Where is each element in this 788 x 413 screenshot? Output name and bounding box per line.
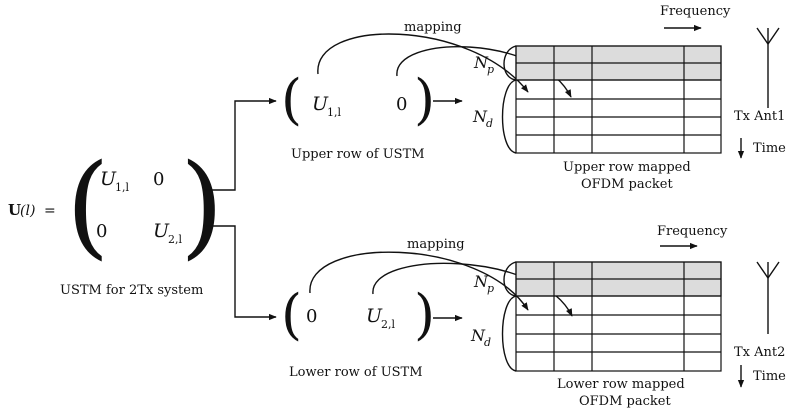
lower-row-left-paren: ( — [281, 283, 302, 346]
upper-np-label: N — [473, 53, 489, 72]
lower-np-label: N — [473, 272, 489, 291]
lower-section: ( ) 0 U 2,l Lower row of USTM mapping N … — [281, 224, 786, 409]
upper-antenna-label: Tx Ant1 — [734, 109, 785, 124]
lower-row-u-sub: 2,l — [381, 318, 395, 331]
matrix-u2-sub: 2,l — [168, 233, 182, 246]
upper-nd-sub: d — [486, 117, 493, 130]
matrix-u1-sub: 1,l — [115, 181, 129, 194]
lower-packet-caption-2: OFDM packet — [579, 394, 671, 409]
upper-packet-caption-1: Upper row mapped — [563, 160, 691, 175]
lower-antenna-icon — [756, 261, 780, 334]
upper-nd-label: N — [472, 107, 488, 126]
lower-nd-brace — [501, 295, 517, 372]
upper-ofdm-packet-grid — [515, 45, 722, 154]
lower-row-caption: Lower row of USTM — [289, 365, 423, 380]
upper-row-right-paren: ) — [414, 68, 435, 131]
matrix-caption: USTM for 2Tx system — [60, 283, 203, 298]
upper-np-sub: p — [487, 63, 494, 76]
lower-row-right-paren: ) — [414, 283, 435, 346]
upper-row-u: U — [312, 93, 329, 115]
upper-section: ( ) U 1,l 0 Upper row of USTM mapping N … — [281, 4, 786, 192]
upper-time-label: Time — [753, 141, 786, 156]
matrix-right-paren: ) — [180, 141, 224, 271]
upper-row-u-sub: 1,l — [327, 106, 341, 119]
lower-np-sub: p — [487, 282, 494, 295]
lower-row-zero: 0 — [306, 306, 317, 327]
lower-nd-label: N — [470, 326, 486, 345]
lower-nd-sub: d — [484, 336, 491, 349]
split-connectors — [205, 97, 277, 321]
upper-nd-brace — [501, 79, 517, 154]
upper-row-caption: Upper row of USTM — [291, 147, 425, 162]
upper-mapping-arc-1 — [317, 33, 529, 93]
upper-antenna-icon — [756, 27, 780, 108]
upper-row-zero: 0 — [396, 94, 407, 115]
upper-mapping-label: mapping — [404, 20, 462, 35]
lower-mapping-label: mapping — [407, 237, 465, 252]
lower-packet-frame — [515, 261, 722, 372]
lower-ofdm-packet-grid — [515, 261, 722, 372]
matrix-equals: = — [44, 203, 56, 219]
lower-np-brace — [503, 261, 517, 297]
lower-time-label: Time — [753, 369, 786, 384]
lower-branch-arrow — [205, 225, 277, 321]
upper-packet-caption-2: OFDM packet — [581, 177, 673, 192]
lower-mapping-arc-1 — [309, 251, 529, 311]
lower-frequency-label: Frequency — [657, 224, 728, 239]
upper-np-brace — [503, 45, 517, 81]
matrix-zero-top: 0 — [153, 169, 164, 190]
matrix-u2: U — [153, 220, 170, 242]
matrix-u1: U — [100, 168, 117, 190]
upper-frequency-label: Frequency — [660, 4, 731, 19]
matrix-left-paren: ( — [66, 141, 110, 271]
lower-packet-caption-1: Lower row mapped — [557, 377, 685, 392]
lower-row-u: U — [366, 305, 383, 327]
ustm-matrix: U (l) = ( ) U 1,l 0 0 U 2,l USTM for 2Tx… — [8, 141, 224, 298]
matrix-lhs-symbol: U — [8, 201, 21, 219]
matrix-lhs-arg: (l) — [20, 203, 35, 219]
upper-branch-arrow — [205, 97, 277, 191]
lower-antenna-label: Tx Ant2 — [734, 345, 785, 360]
matrix-zero-bottom: 0 — [96, 221, 107, 242]
upper-row-left-paren: ( — [281, 68, 302, 131]
